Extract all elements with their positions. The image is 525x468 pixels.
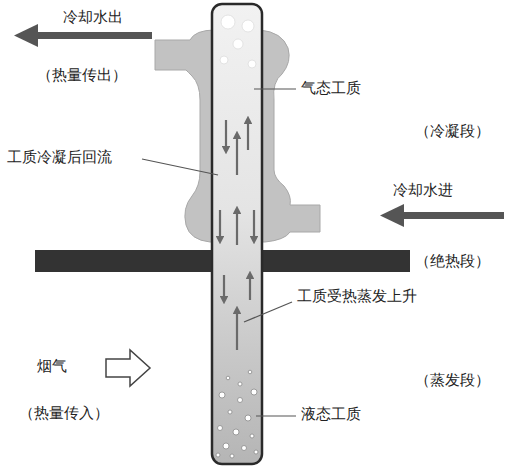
label: 烟气 xyxy=(36,357,68,375)
leader-lines xyxy=(142,89,296,416)
water-out-arrow xyxy=(14,24,152,47)
vapour-bubbles xyxy=(220,15,256,68)
label: （蒸发段） xyxy=(414,371,491,389)
label: 冷却水出 xyxy=(62,8,124,26)
liquid-bubbles xyxy=(216,370,258,458)
label: （热量传入） xyxy=(18,404,110,422)
label: （绝热段） xyxy=(414,252,491,270)
label: 冷却水进 xyxy=(392,181,454,199)
flue-gas-arrow xyxy=(106,350,150,386)
label: （冷凝段） xyxy=(414,122,491,140)
water-in-arrow xyxy=(380,204,504,227)
label: 工质受热蒸发上升 xyxy=(296,287,418,305)
flow-arrows xyxy=(220,120,254,350)
label: 液态工质 xyxy=(300,405,362,423)
label: 气态工质 xyxy=(300,79,362,97)
label: 工质冷凝后回流 xyxy=(6,148,113,166)
label: （热量传出） xyxy=(36,66,128,84)
heat-pipe-tube xyxy=(212,4,262,464)
